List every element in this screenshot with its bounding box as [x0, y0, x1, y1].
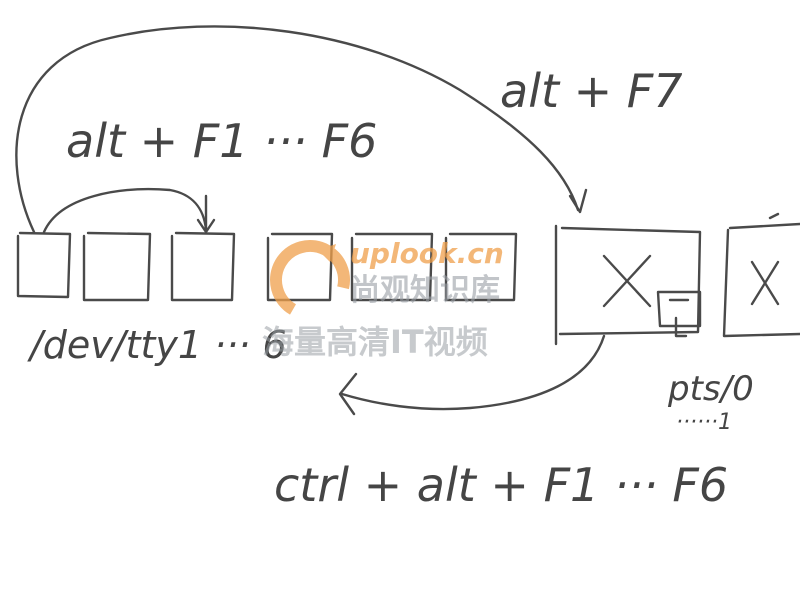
tty-box-5 [350, 232, 434, 302]
arrowhead-alt-f1 [196, 194, 216, 234]
arrowhead-ctrl-alt [338, 372, 358, 416]
tty-box-1 [16, 231, 72, 299]
label-ctrl-alt: ctrl + alt + F1 ··· F6 [274, 458, 729, 512]
watermark-line1: 尚观知识库 [350, 273, 500, 308]
label-alt-f7: alt + F7 [500, 64, 683, 118]
x-mark-1b [602, 254, 652, 308]
x-terminal-box [554, 224, 702, 346]
arc-ctrl-alt [340, 334, 606, 411]
tty-boxes [16, 231, 518, 302]
label-pts: pts/0 [668, 369, 754, 409]
tty-box-2 [82, 231, 152, 302]
arrowhead-alt-f7 [568, 188, 588, 214]
tty-box-4 [266, 232, 334, 302]
label-dev-tty: /dev/tty1 ··· 6 [30, 323, 287, 367]
watermark-line2: 海量高清IT视频 [262, 323, 488, 361]
label-alt-f1-f6: alt + F1 ··· F6 [66, 114, 378, 168]
pts-box [722, 212, 800, 338]
small-mark [674, 316, 688, 338]
arc-alt-f1 [42, 187, 208, 234]
arc-alt-f7 [15, 25, 580, 234]
tty-box-6 [444, 232, 518, 302]
tty-box-3 [170, 231, 236, 302]
x-mark-2b [750, 260, 780, 306]
watermark-logo-text: uplook.cn [350, 237, 504, 270]
label-pts-dots: ······1 [676, 410, 732, 435]
small-window [656, 290, 702, 328]
